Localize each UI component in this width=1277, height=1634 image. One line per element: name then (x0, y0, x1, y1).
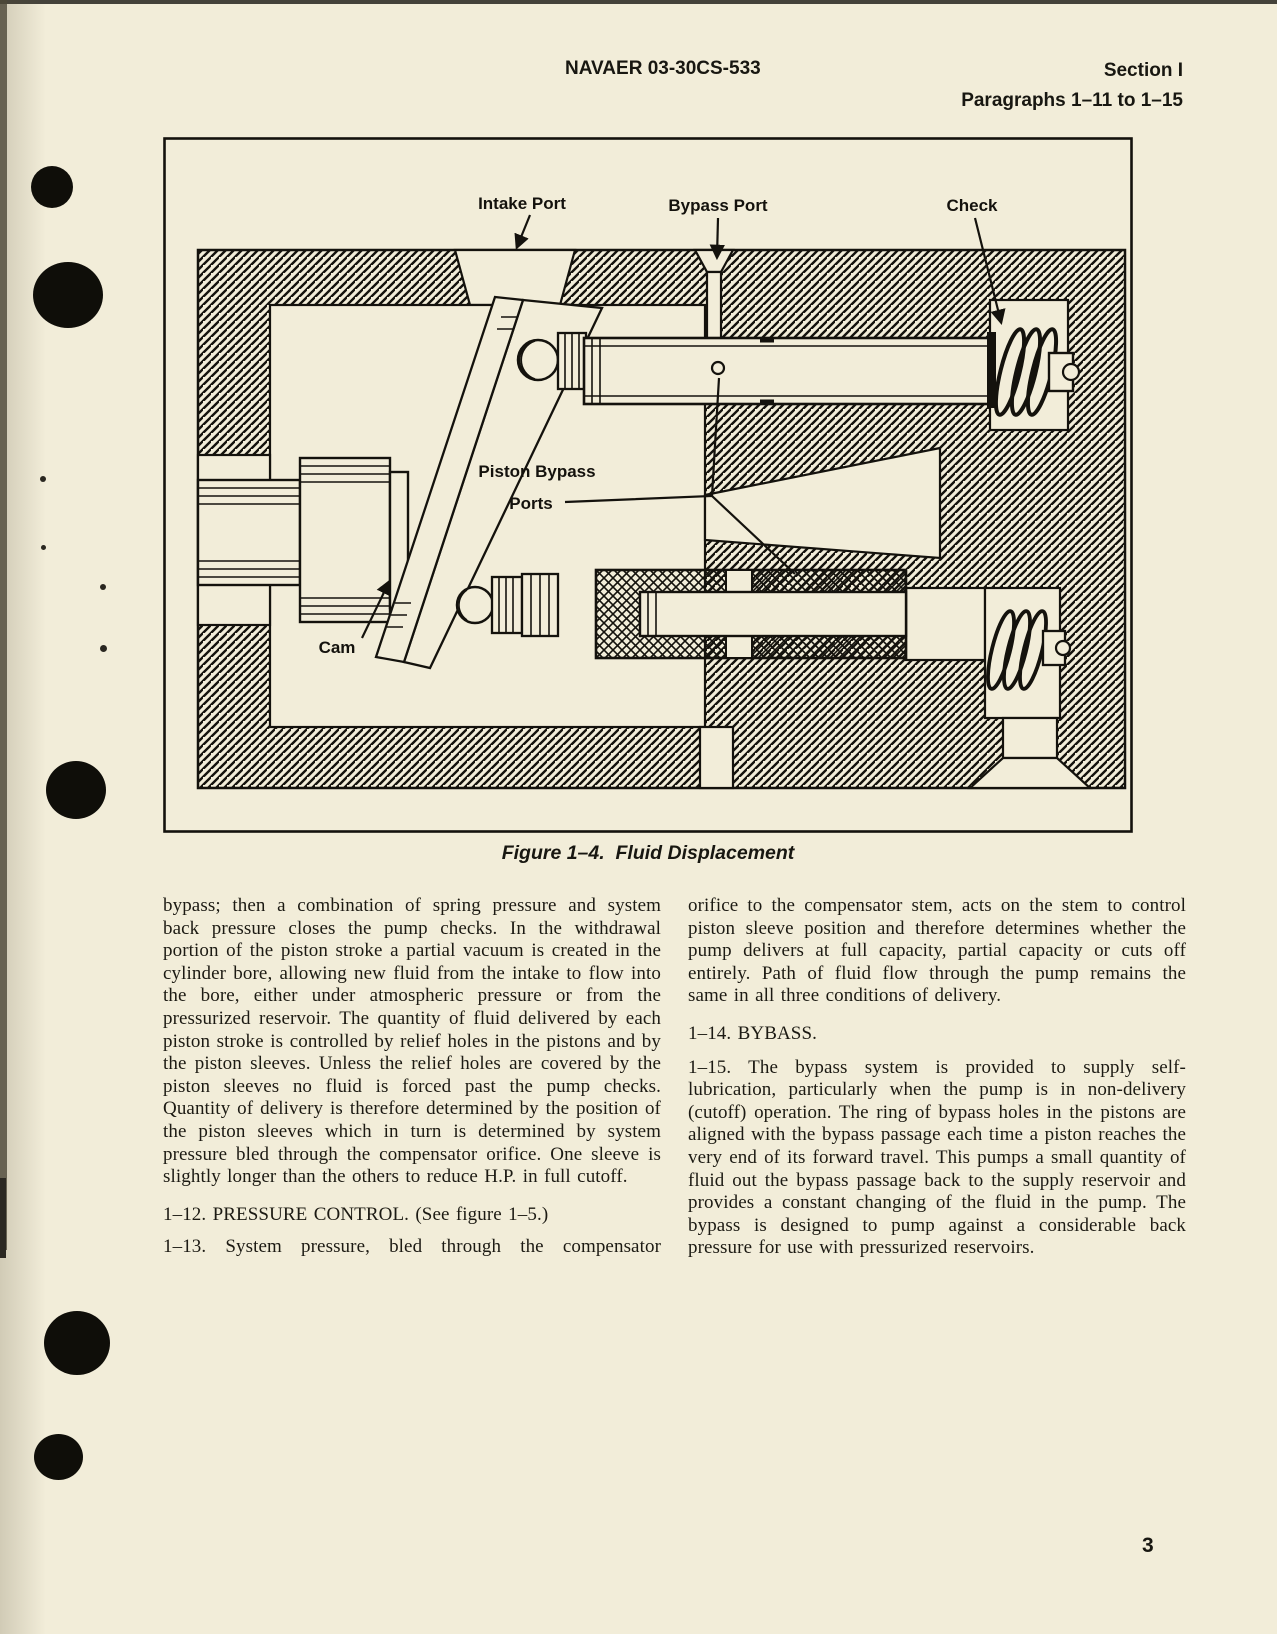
lower-piston-ball (455, 585, 495, 625)
check-plate (987, 332, 996, 408)
binder-hole (33, 262, 103, 328)
intake-port-leader (514, 214, 532, 250)
leader-lines (361, 214, 1006, 639)
lower-piston (455, 568, 908, 660)
check-label: Check (946, 196, 998, 215)
scan-left-shadow (0, 0, 46, 1634)
scan-left-edge (0, 0, 7, 1250)
cam-plate (374, 295, 604, 670)
figure-labels: Intake Port Bypass Port Check Piston Byp… (319, 194, 998, 657)
doc-number: NAVAER 03-30CS-533 (565, 58, 761, 79)
mid-fluid-slot (703, 446, 942, 560)
binder-hole (34, 1434, 83, 1480)
binder-hole (44, 1311, 110, 1375)
figure-1-4: Intake Port Bypass Port Check Piston Byp… (163, 137, 1133, 833)
piston-bypass-leader (564, 377, 796, 575)
check-leader (973, 217, 1006, 325)
upper-check-valve (987, 327, 1081, 417)
cam-label: Cam (319, 638, 356, 657)
upper-piston-body (582, 336, 992, 406)
ink-speck (40, 476, 46, 482)
lower-check-funnel (967, 756, 1093, 790)
lower-check-spring (986, 609, 1048, 691)
bypass-channel (705, 270, 723, 347)
piston-bypass-label-line1: Piston Bypass (478, 462, 595, 481)
binder-hole (31, 166, 73, 208)
ink-speck (100, 645, 107, 652)
lower-check-column (1001, 716, 1059, 760)
bypass-port-label: Bypass Port (668, 196, 768, 215)
piston-bypass-hole (710, 360, 726, 376)
header-right: Section I Paragraphs 1–11 to 1–15 (961, 56, 1183, 116)
paragraph-continuation: bypass; then a combination of spring pre… (163, 895, 661, 1188)
ink-speck (100, 584, 106, 590)
lower-bypass-passage (698, 725, 735, 790)
heading-1-12: 1–12. PRESSURE CONTROL. (See figure 1–5.… (163, 1203, 549, 1225)
left-column: bypass; then a combination of spring pre… (163, 895, 661, 1259)
scan-left-mark (0, 1178, 6, 1258)
binder-hole (46, 761, 106, 819)
lower-piston-rod (638, 590, 908, 638)
paragraph-1-13: 1–13. System pressure, bled through the … (163, 1236, 661, 1258)
right-column: orifice to the compensator stem, acts on… (688, 895, 1186, 1260)
paragraph-range: Paragraphs 1–11 to 1–15 (961, 90, 1183, 111)
drive-shaft (196, 456, 410, 624)
cam-leader (361, 579, 391, 639)
bypass-port-leader (709, 217, 726, 261)
lower-bore-outlet (904, 586, 987, 662)
piston-bypass-label-line2: Ports (509, 494, 552, 513)
paragraph-1-13-continued: orifice to the compensator stem, acts on… (688, 895, 1186, 1007)
ink-speck (41, 545, 46, 550)
heading-1-14: 1–14. BYBASS. (688, 1022, 817, 1044)
scan-top-edge (0, 0, 1277, 4)
pump-cross-section-drawing: Intake Port Bypass Port Check Piston Byp… (163, 137, 1133, 833)
section-label: Section I (1103, 60, 1183, 81)
upper-piston (516, 331, 992, 406)
lower-check-valve (986, 609, 1072, 691)
intake-port-opening (453, 248, 577, 307)
intake-port-label: Intake Port (478, 194, 566, 213)
figure-caption: Figure 1–4. Fluid Displacement (501, 842, 795, 864)
paragraph-1-15: 1–15. The bypass system is provided to s… (688, 1056, 1186, 1259)
page-number: 3 (1142, 1534, 1154, 1557)
